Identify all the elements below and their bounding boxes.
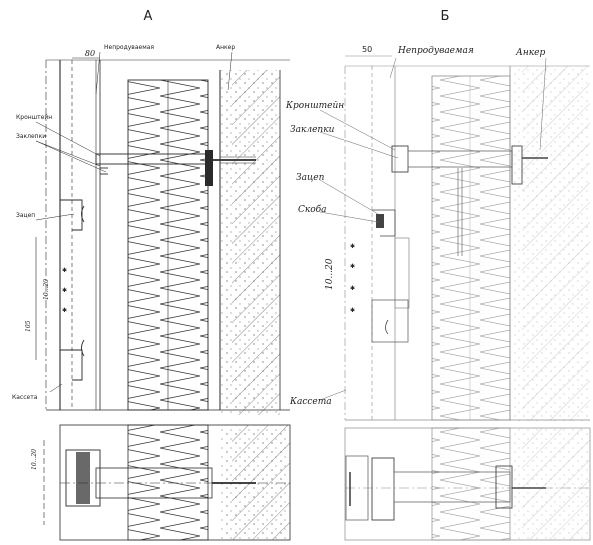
svg-text:✱: ✱ bbox=[350, 243, 355, 250]
panel-b-dim-side: 10...20 bbox=[325, 258, 335, 290]
panel-b: Б 50 bbox=[285, 9, 591, 541]
panel-a-section: 80 ✱ ✱ ✱ bbox=[12, 44, 290, 415]
panel-a-label-clamps: Заклепки bbox=[16, 133, 46, 140]
svg-text:✱: ✱ bbox=[350, 263, 355, 270]
panel-a-label-bracket: Кронштейн bbox=[16, 114, 52, 121]
panel-b-label-clamps: Заклепки bbox=[290, 125, 335, 135]
panel-b-insulation bbox=[431, 75, 511, 421]
panel-b-label-hook: Зацеп bbox=[296, 173, 325, 183]
panel-b-label-staple: Скоба bbox=[298, 204, 327, 215]
panel-a-plan-dim: 10...20 bbox=[31, 449, 38, 470]
panel-a-label-hook: Зацеп bbox=[16, 212, 35, 219]
panel-a-dim-top: 80 bbox=[85, 49, 95, 58]
panel-a-bracket bbox=[95, 150, 256, 186]
panel-b-label-cassette: Кассета bbox=[289, 397, 332, 407]
svg-text:✱: ✱ bbox=[62, 267, 67, 274]
panel-a-wall-hatch bbox=[232, 70, 280, 415]
panel-a-label-anchor: Анкер bbox=[216, 44, 235, 51]
panel-a-plan: 10...20 bbox=[31, 424, 291, 541]
panel-a-cassette: ✱ ✱ ✱ bbox=[35, 199, 85, 381]
svg-text:✱: ✱ bbox=[62, 307, 67, 314]
panel-b-label-bracket: Кронштейн bbox=[285, 101, 344, 111]
panel-b-letter: Б bbox=[441, 9, 450, 24]
panel-a: А 80 bbox=[12, 9, 291, 541]
svg-text:✱: ✱ bbox=[350, 285, 355, 292]
panel-b-bracket bbox=[391, 145, 548, 256]
panel-a-letter: А bbox=[144, 9, 153, 24]
panel-b-label-anchor: Анкер bbox=[515, 48, 545, 58]
svg-text:✱: ✱ bbox=[62, 287, 67, 294]
panel-b-section: 50 ✱ ✱ ✱ ✱ bbox=[285, 45, 590, 421]
panel-a-label-waterproof: Непродуваемая bbox=[104, 44, 154, 51]
panel-a-dim-side-2: 105 bbox=[25, 320, 32, 332]
panel-b-label-waterproof: Непродуваемая bbox=[397, 46, 474, 56]
panel-a-dim-side-1: 10...20 bbox=[43, 279, 50, 300]
panel-b-plan bbox=[344, 427, 591, 541]
svg-text:✱: ✱ bbox=[350, 307, 355, 314]
panel-b-dim-top: 50 bbox=[362, 45, 372, 54]
panel-a-label-cassette: Кассета bbox=[12, 394, 38, 401]
panel-b-cassette: ✱ ✱ ✱ ✱ bbox=[350, 209, 410, 343]
